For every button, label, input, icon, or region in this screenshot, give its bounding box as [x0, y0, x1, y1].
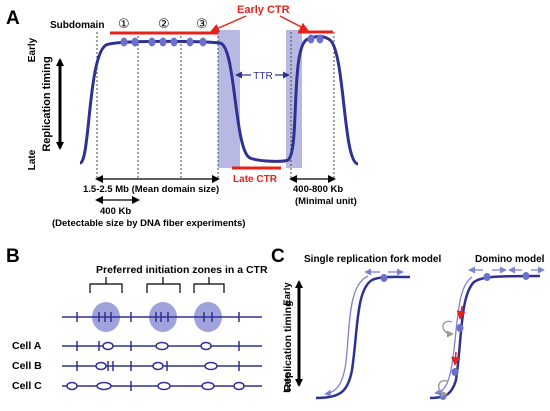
- domino-origins: [439, 272, 530, 400]
- detectable-size-label: 400 Kb: [100, 206, 131, 217]
- single-fork-origin: [380, 274, 388, 282]
- single-fork-curve: [315, 275, 411, 400]
- domino-curve: [429, 274, 541, 400]
- domino-trigger-arrow-2: [451, 351, 461, 366]
- ttr-shade-left: [218, 30, 240, 168]
- origin-ticks: [76, 312, 240, 322]
- panel-b-label: B: [6, 246, 20, 267]
- subdomain-mark-1: ①: [118, 16, 130, 31]
- axis-label-c: Replication timing: [282, 300, 294, 391]
- zone-bracket-2: [146, 277, 181, 293]
- replication-timing-curve: [78, 35, 359, 166]
- late-label-a: Late: [27, 149, 38, 170]
- cell-a-bubbles: [76, 341, 240, 351]
- single-fork-title: Single replication fork model: [304, 254, 441, 265]
- minimal-size-label: 400-800 Kb: [293, 184, 343, 195]
- zone-bracket-1: [89, 277, 123, 293]
- subdomain-label: Subdomain: [50, 20, 104, 31]
- cell-c-bubbles: [66, 381, 245, 391]
- origin-dots: [120, 34, 324, 47]
- late-ctr-label: Late CTR: [233, 174, 278, 185]
- domino-activation-arrow-2: [437, 379, 448, 398]
- panel-c: C Single replication fork model Domino m…: [271, 246, 545, 400]
- panel-a-label: A: [6, 8, 20, 29]
- domino-activation-arrow-1: [442, 320, 454, 338]
- early-label-a: Early: [27, 37, 38, 62]
- late-label-c: Late: [282, 373, 293, 393]
- initiation-zones-title: Preferred initiation zones in a CTR: [96, 264, 268, 276]
- domino-title: Domino model: [475, 254, 545, 265]
- axis-label-a: Replication timing: [41, 56, 53, 151]
- panel-c-label: C: [271, 246, 285, 267]
- single-fork-arrow-path: [324, 275, 369, 397]
- panel-b: B Preferred initiation zones in a CTR Ce…: [6, 246, 268, 392]
- zone-bracket-3: [193, 277, 225, 293]
- cell-a-label: Cell A: [12, 340, 42, 352]
- panel-a: A Sub: [6, 4, 359, 229]
- minimal-note: (Minimal unit): [295, 196, 357, 207]
- subdomain-mark-3: ③: [196, 16, 208, 31]
- mean-domain-label: 1.5-2.5 Mb (Mean domain size): [83, 184, 219, 195]
- early-ctr-arrow-right: [279, 15, 309, 31]
- cell-c-label: Cell C: [12, 380, 42, 392]
- cell-b-bubbles: [76, 361, 240, 371]
- ttr-label: TTR: [253, 71, 272, 82]
- cell-b-label: Cell B: [12, 360, 42, 372]
- early-ctr-label: Early CTR: [237, 4, 290, 16]
- detectable-note: (Detectable size by DNA fiber experiment…: [52, 218, 245, 229]
- early-label-c: Early: [282, 282, 293, 306]
- domino-trigger-arrow-1: [456, 305, 466, 320]
- early-ctr-arrow-left: [210, 15, 247, 33]
- subdomain-mark-2: ②: [158, 16, 170, 31]
